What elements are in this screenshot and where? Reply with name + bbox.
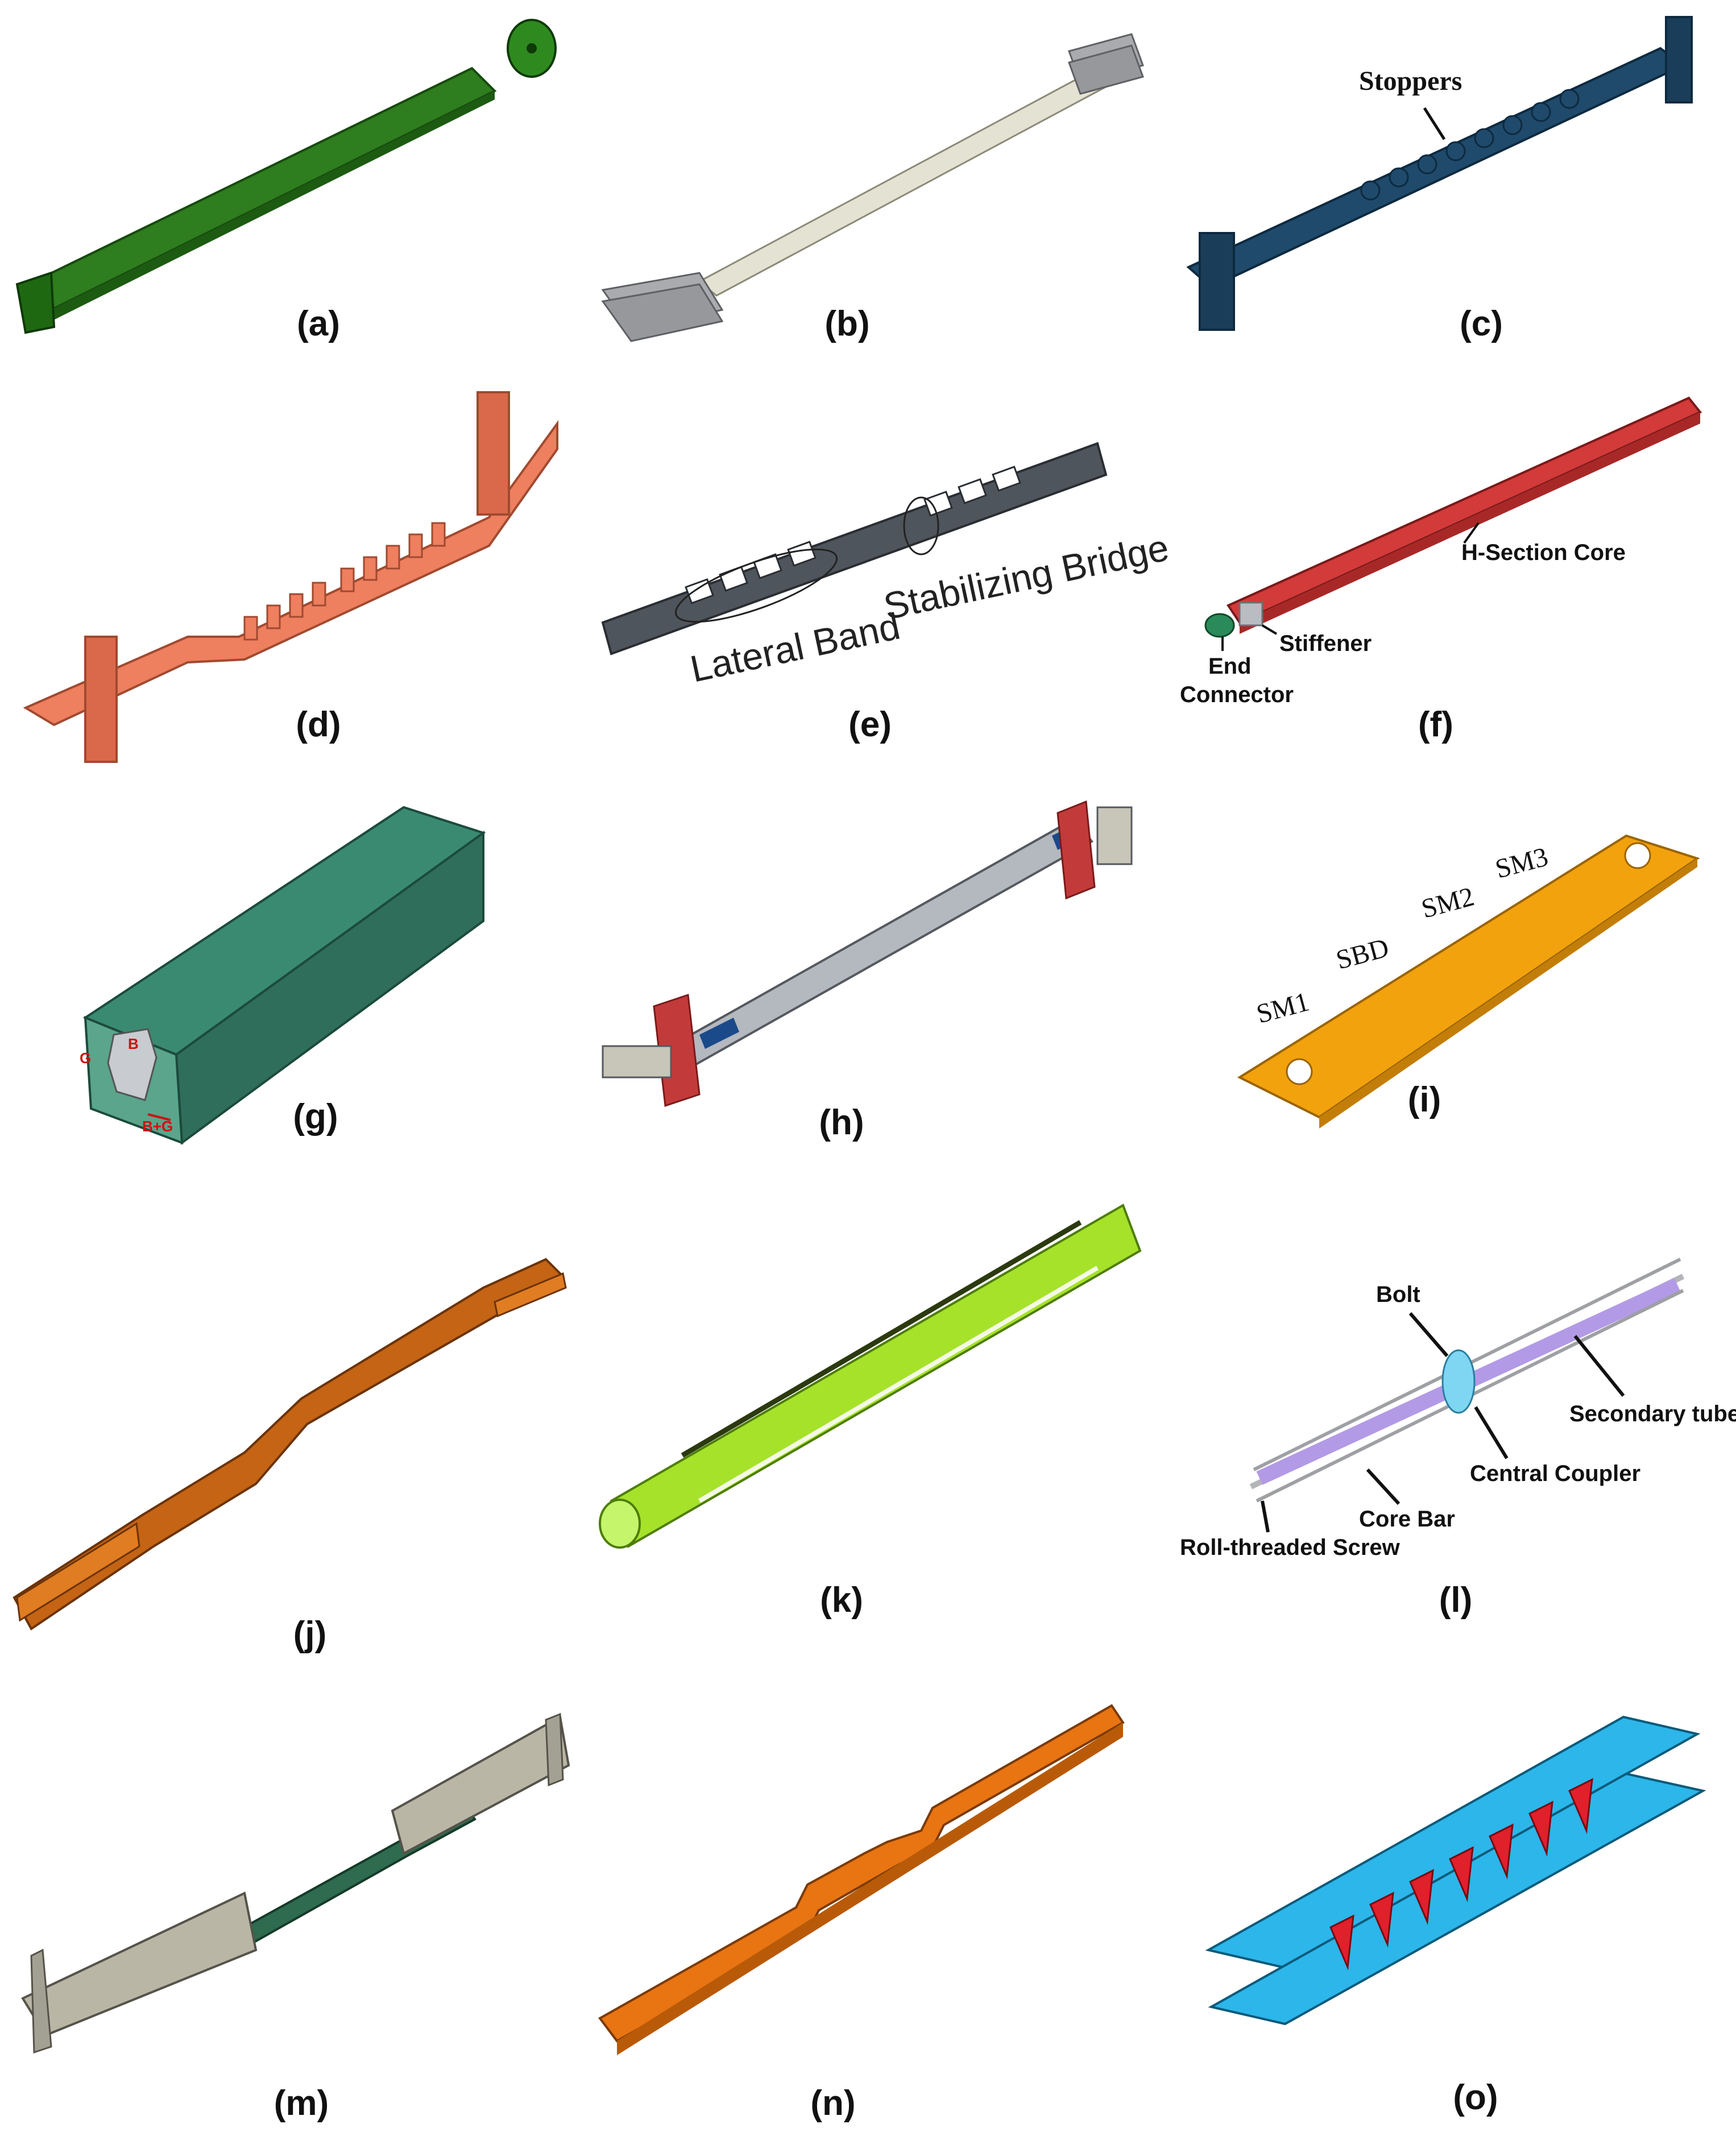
panel-d-end-plate-right	[477, 391, 510, 516]
panel-m-angle-right	[391, 1715, 570, 1855]
panel-m-angle-left	[21, 1891, 258, 2037]
panel-i-label-sbd: SBD	[1333, 932, 1392, 975]
panel-d-teeth	[243, 522, 446, 641]
panel-e-windows	[685, 466, 1021, 604]
panel-d-end-plate-left	[84, 636, 118, 763]
panel-l-central-coupler	[1441, 1349, 1476, 1414]
panel-a-bar-side	[51, 91, 495, 321]
panel-f-label-connector: Connector	[1180, 682, 1294, 707]
panel-h-tab-right	[1096, 806, 1133, 865]
panel-l-caption: (l)	[1439, 1580, 1473, 1620]
panel-c-stoppers	[1360, 89, 1580, 201]
panel-l-label-secondary-tube: Secondary tube	[1569, 1401, 1736, 1426]
panel-k-caption: (k)	[820, 1580, 863, 1620]
panel-a: (a)	[15, 19, 557, 343]
panel-j: (j)	[13, 1258, 567, 1654]
panel-o: (o)	[1205, 1715, 1706, 2117]
panel-n-body	[598, 1704, 1125, 2043]
panel-m-caption: (m)	[274, 2084, 329, 2123]
panel-f-label-h-section-core: H-Section Core	[1461, 540, 1626, 565]
panel-i-label-sm2: SM2	[1418, 881, 1477, 924]
panel-d-body	[23, 420, 558, 727]
panel-e-caption: (e)	[848, 705, 892, 744]
panel-o-caption: (o)	[1453, 2078, 1498, 2117]
panel-h-blue-insert-left	[699, 1018, 739, 1049]
panel-f-end-connector	[1204, 613, 1235, 638]
panel-f-stiffener	[1238, 601, 1263, 627]
panel-k-tube-end	[599, 1499, 641, 1549]
panel-d: (d)	[23, 391, 558, 763]
panel-f: H-Section Core Stiffener End Connector (…	[1180, 396, 1702, 744]
panel-i-caption: (i)	[1408, 1080, 1441, 1119]
panel-h-caption: (h)	[819, 1103, 864, 1142]
panel-i-hole-right	[1624, 842, 1651, 869]
panel-c: Stoppers (c)	[1186, 16, 1693, 343]
panel-h-tab-left	[602, 1045, 672, 1078]
panel-m: (m)	[21, 1712, 570, 2123]
panel-n: (n)	[598, 1704, 1125, 2123]
panel-f-label-stiffener: Stiffener	[1279, 631, 1372, 656]
panel-e: Lateral Band Stabilizing Bridge (e)	[601, 442, 1172, 744]
panel-k-slot-bottom	[698, 1266, 1099, 1503]
panel-k: (k)	[599, 1204, 1142, 1620]
panel-f-caption: (f)	[1418, 705, 1453, 744]
panel-i: SM1 SBD SM2 SM3 (i)	[1237, 834, 1700, 1129]
panel-i-label-sm1: SM1	[1253, 986, 1312, 1029]
panel-h: (h)	[602, 800, 1133, 1142]
panel-l: Bolt Secondary tube Central Coupler Core…	[1180, 1258, 1736, 1620]
panel-c-caption: (c)	[1460, 304, 1503, 343]
panel-c-label-stoppers: Stoppers	[1359, 66, 1462, 96]
panel-b: (b)	[601, 33, 1144, 343]
panel-g-label-g: G	[80, 1049, 91, 1067]
panel-n-caption: (n)	[810, 2084, 855, 2123]
panel-b-caption: (b)	[825, 304, 869, 343]
panel-b-core	[698, 70, 1111, 297]
panel-c-end-plate-left	[1199, 232, 1235, 331]
panel-l-label-roll-threaded-screw: Roll-threaded Screw	[1180, 1535, 1401, 1560]
panel-l-label-bolt: Bolt	[1376, 1282, 1420, 1307]
panel-g-core-section	[107, 1028, 158, 1101]
panel-k-slot-top	[681, 1220, 1082, 1458]
panel-g-label-b: B	[128, 1035, 139, 1052]
panel-e-ellipse-right	[903, 496, 939, 555]
panel-e-ellipse-left	[674, 548, 838, 623]
panel-f-label-end: End	[1208, 654, 1252, 679]
panel-c-arrow	[1423, 107, 1446, 140]
panel-g-caption: (g)	[293, 1097, 338, 1136]
panel-e-label-lateral-band: Lateral Band	[687, 604, 904, 690]
panel-j-caption: (j)	[293, 1615, 327, 1654]
panel-g-label-b-plus-g: B+G	[142, 1118, 173, 1135]
panel-c-end-plate-right	[1665, 16, 1693, 103]
panel-o-plate-bottom	[1208, 1772, 1706, 2026]
panel-a-caption: (a)	[297, 304, 340, 343]
panel-j-angle-right	[494, 1272, 567, 1318]
panel-l-label-core-bar: Core Bar	[1359, 1507, 1455, 1532]
panel-f-core	[1227, 396, 1702, 624]
panel-g: G B B+G (g)	[80, 806, 486, 1145]
panel-d-caption: (d)	[296, 705, 341, 744]
panel-i-label-sm3: SM3	[1492, 841, 1551, 884]
panel-i-hole-left	[1286, 1058, 1313, 1085]
panel-l-label-central-coupler: Central Coupler	[1470, 1461, 1640, 1486]
panel-a-bar	[32, 67, 497, 312]
panel-o-fins	[1329, 1778, 1593, 1971]
panel-a-end-plate	[15, 271, 56, 334]
panel-o-plate-top	[1205, 1715, 1701, 1969]
panel-j-angle-left	[16, 1522, 140, 1622]
panel-h-red-plate-right	[1056, 800, 1096, 900]
panel-k-tube	[610, 1204, 1142, 1548]
